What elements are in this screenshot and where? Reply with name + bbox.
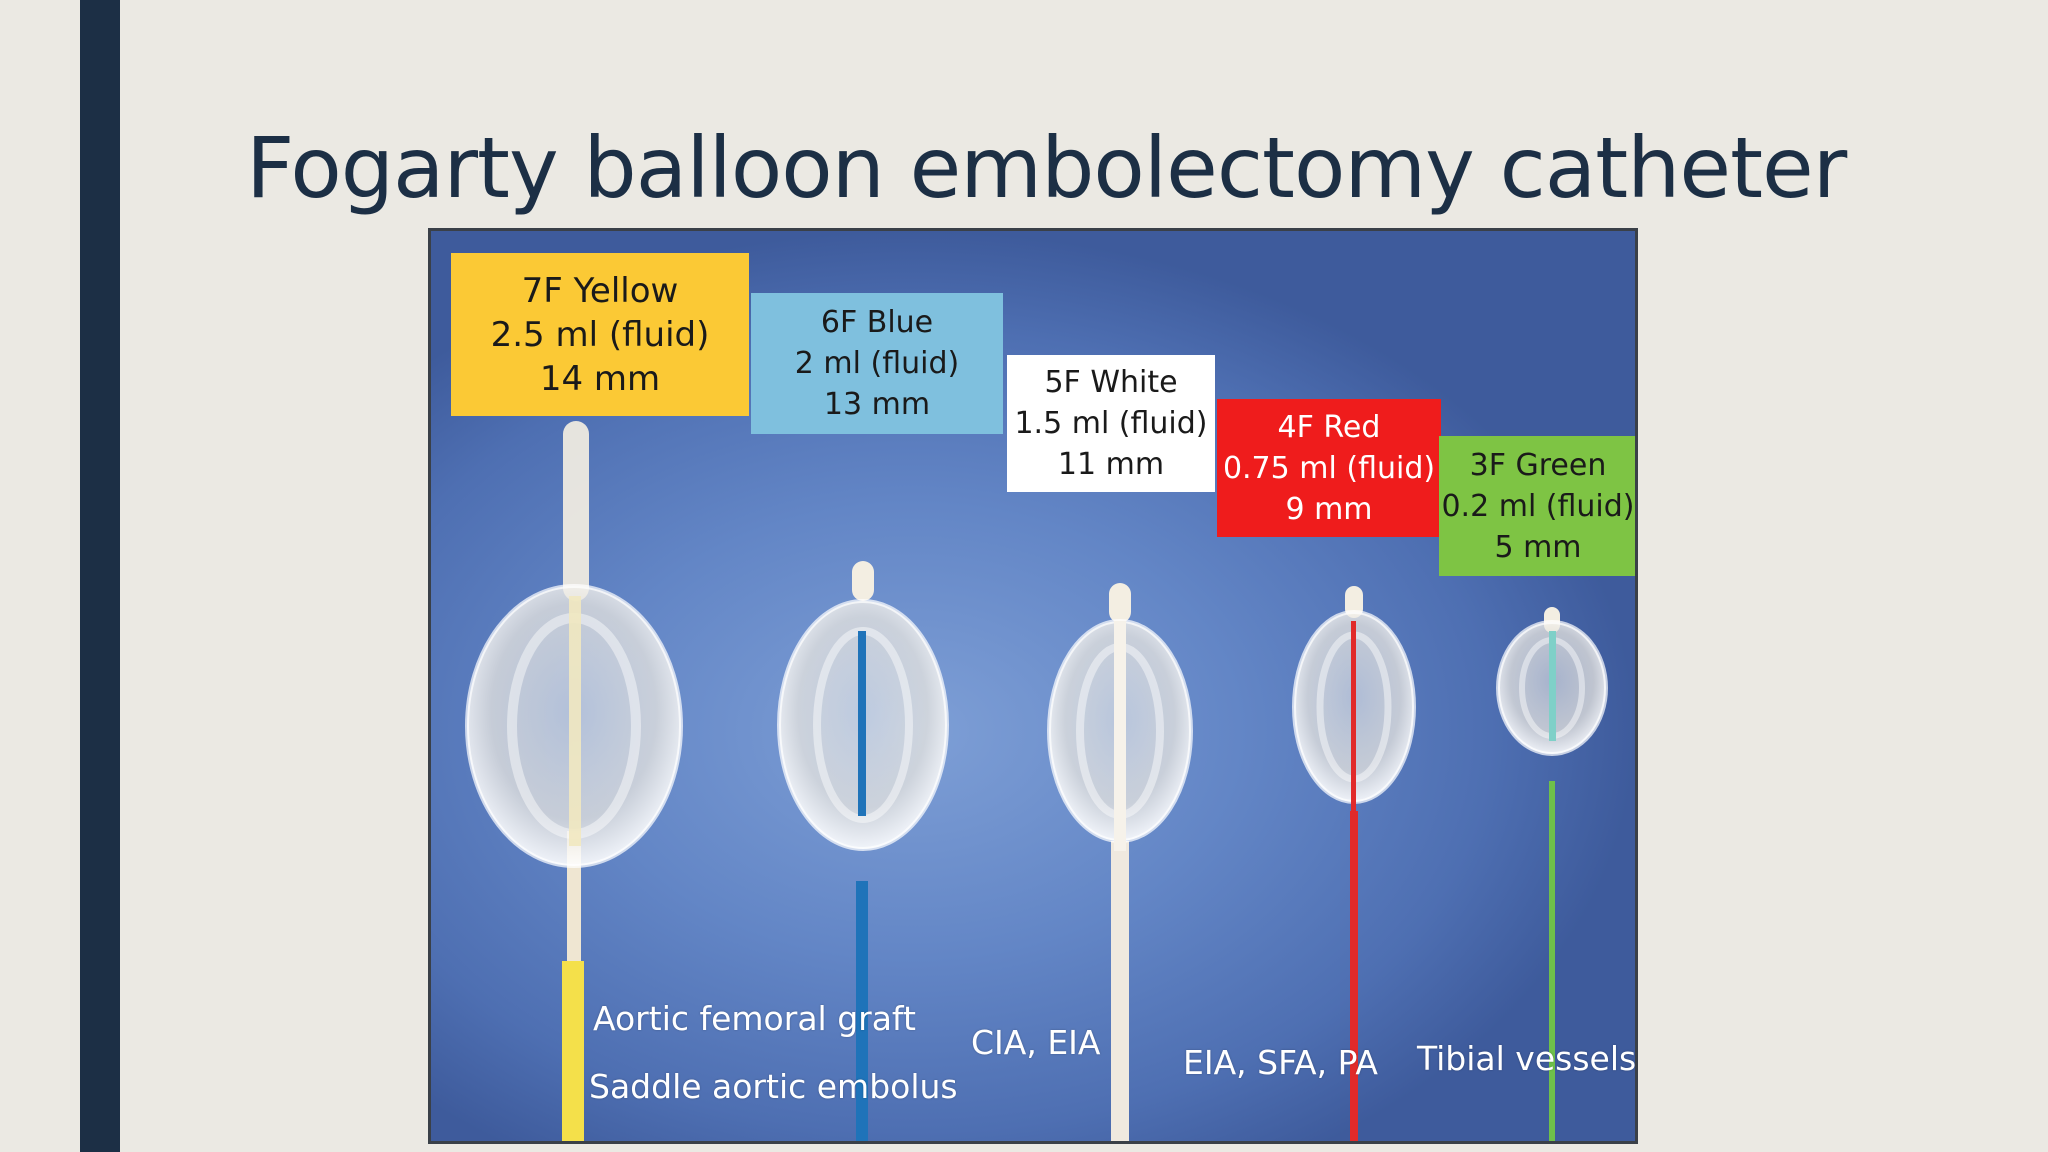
label-volume: 0.75 ml (fluid): [1222, 450, 1436, 486]
label-size: 13 mm: [823, 387, 931, 422]
slide-title: Fogarty balloon embolectomy catheter: [246, 119, 1847, 217]
caption-eia-sfa-pa: EIA, SFA, PA: [1183, 1043, 1378, 1082]
label-7f-yellow: 7F Yellow 2.5 ml (fluid) 14 mm: [451, 253, 749, 416]
label-name: 4F Red: [1277, 409, 1381, 445]
catheter-blue: [777, 561, 949, 1141]
caption-cia-eia: CIA, EIA: [971, 1023, 1101, 1062]
label-size: 9 mm: [1285, 491, 1373, 527]
label-volume: 2 ml (fluid): [794, 346, 960, 381]
label-4f-red: 4F Red 0.75 ml (fluid) 9 mm: [1217, 399, 1441, 537]
label-name: 6F Blue: [820, 305, 934, 340]
label-volume: 0.2 ml (fluid): [1441, 488, 1635, 524]
catheter-white: [1047, 583, 1193, 1141]
catheter-red: [1292, 586, 1416, 1141]
label-name: 3F Green: [1469, 447, 1607, 483]
side-accent-bar: [80, 0, 120, 1152]
label-size: 14 mm: [539, 358, 661, 399]
catheter-illustration: [465, 421, 1608, 1141]
catheter-yellow: [465, 421, 683, 1141]
label-3f-green: 3F Green 0.2 ml (fluid) 5 mm: [1439, 436, 1635, 576]
label-5f-white: 5F White 1.5 ml (fluid) 11 mm: [1007, 355, 1215, 492]
caption-saddle-aortic-embolus: Saddle aortic embolus: [589, 1067, 958, 1106]
label-6f-blue: 6F Blue 2 ml (fluid) 13 mm: [751, 293, 1003, 434]
catheter-green: [1496, 607, 1608, 1141]
label-size: 5 mm: [1494, 529, 1582, 565]
label-name: 7F Yellow: [521, 270, 679, 311]
label-size: 11 mm: [1057, 447, 1165, 482]
label-volume: 1.5 ml (fluid): [1014, 406, 1208, 441]
label-volume: 2.5 ml (fluid): [490, 314, 710, 355]
catheter-photo: 7F Yellow 2.5 ml (fluid) 14 mm 6F Blue 2…: [428, 228, 1638, 1144]
label-name: 5F White: [1044, 365, 1178, 400]
caption-aortic-femoral-graft: Aortic femoral graft: [593, 999, 916, 1038]
caption-tibial-vessels: Tibial vessels: [1417, 1039, 1637, 1078]
